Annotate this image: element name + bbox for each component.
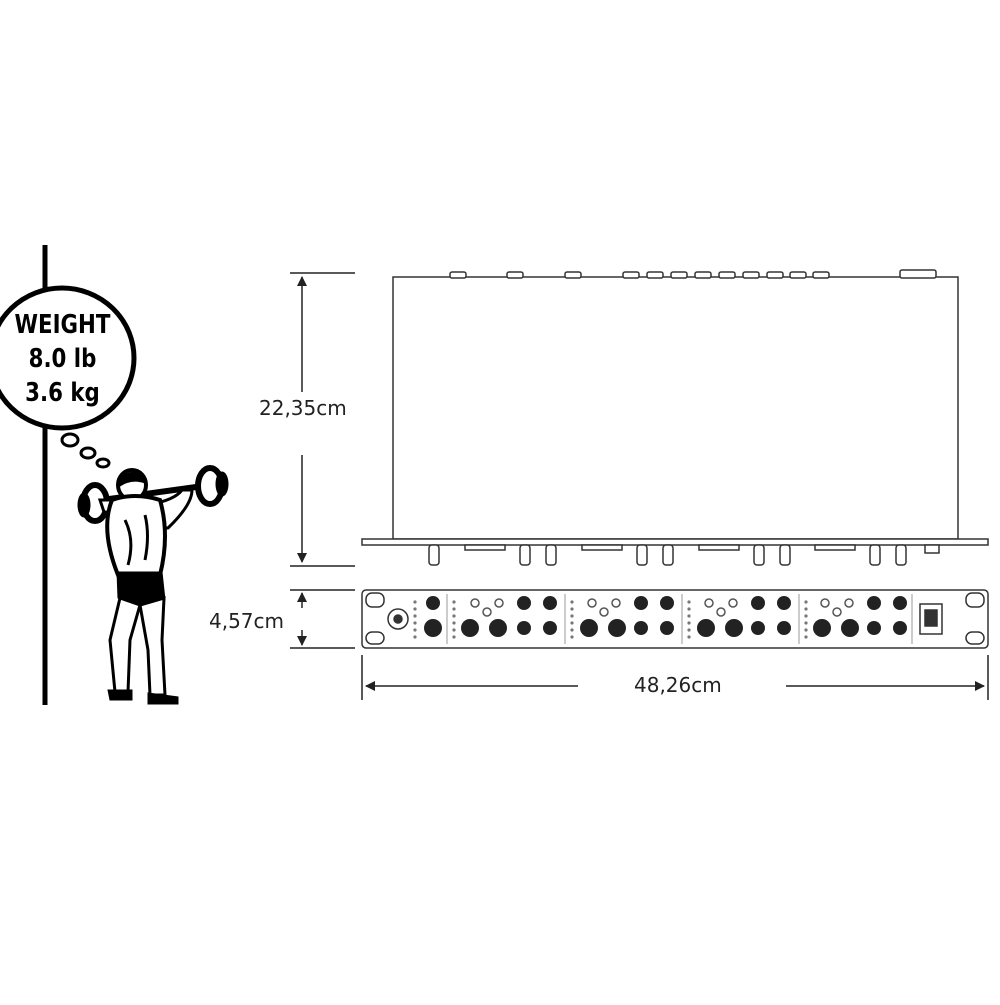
depth-label: 22,35cm	[255, 396, 351, 420]
weight-heading: WEIGHT	[14, 310, 111, 340]
weight-lb: 8.0 lb	[28, 344, 97, 374]
height-label: 4,57cm	[205, 609, 289, 633]
front-panel-unit	[361, 589, 989, 649]
width-label: 48,26cm	[630, 673, 726, 697]
top-view-unit	[361, 269, 989, 566]
weight-kg: 3.6 kg	[25, 378, 100, 408]
weight-thought-bubble	[0, 245, 137, 705]
weight-readout: WEIGHT 8.0 lb 3.6 kg	[0, 308, 125, 410]
strongman-with-barbell-icon	[77, 465, 229, 705]
dimension-lines	[290, 272, 989, 700]
